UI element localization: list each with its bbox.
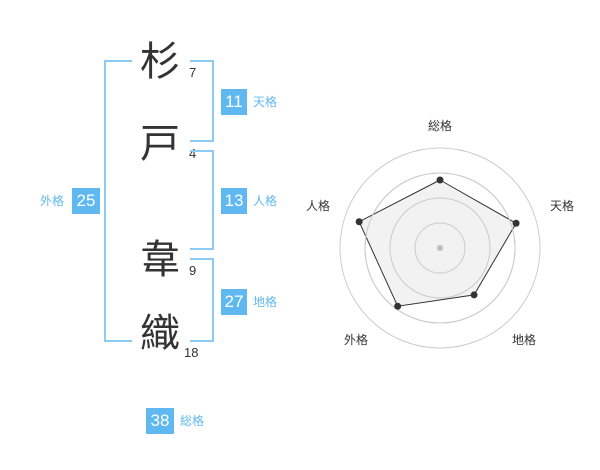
radar-point-2 [512,219,520,227]
tenkaku-bracket [190,60,214,142]
stroke-count-2: 4 [189,146,197,161]
chikaku-label: 地格 [253,295,278,309]
soukaku-label: 総格 [180,414,205,428]
name-char-4: 織 [140,311,180,357]
stroke-count-1: 7 [189,65,197,80]
grid-ring [339,147,541,349]
jinkaku-label: 人格 [253,194,278,208]
stroke-count-4: 18 [184,345,199,360]
gaikaku-label: 外格 [40,194,65,208]
stroke-count-3: 9 [189,263,197,278]
radar-point-5 [355,218,363,226]
jinkaku-bracket [190,150,214,250]
name-char-3: 韋 [140,237,180,283]
radar-axis-label-2: 天格 [550,198,574,213]
tenkaku-value: 11 [221,89,247,115]
radar-point-1 [436,176,444,184]
grid-ring-inner [414,222,466,274]
name-char-1: 杉 [140,39,180,85]
tenkaku-label: 天格 [253,95,278,109]
radar-axis-label-5: 人格 [306,198,330,213]
grid-ring-inner [364,172,516,324]
radar-center [437,245,443,251]
radar-point-3 [470,291,478,299]
chikaku-value: 27 [221,289,247,315]
grid-ring-inner [389,197,491,299]
soukaku-value: 38 [146,408,174,434]
radar-axis-label-1: 総格 [428,118,452,133]
jinkaku-value: 13 [221,188,247,214]
gaikaku-bracket [104,60,132,342]
radar-point-4 [394,302,402,310]
radar-axis-label-3: 地格 [512,332,536,347]
name-char-2: 戸 [140,121,180,167]
gaikaku-value: 25 [72,188,100,214]
radar-axis-label-4: 外格 [344,332,368,347]
chikaku-bracket [190,258,214,342]
